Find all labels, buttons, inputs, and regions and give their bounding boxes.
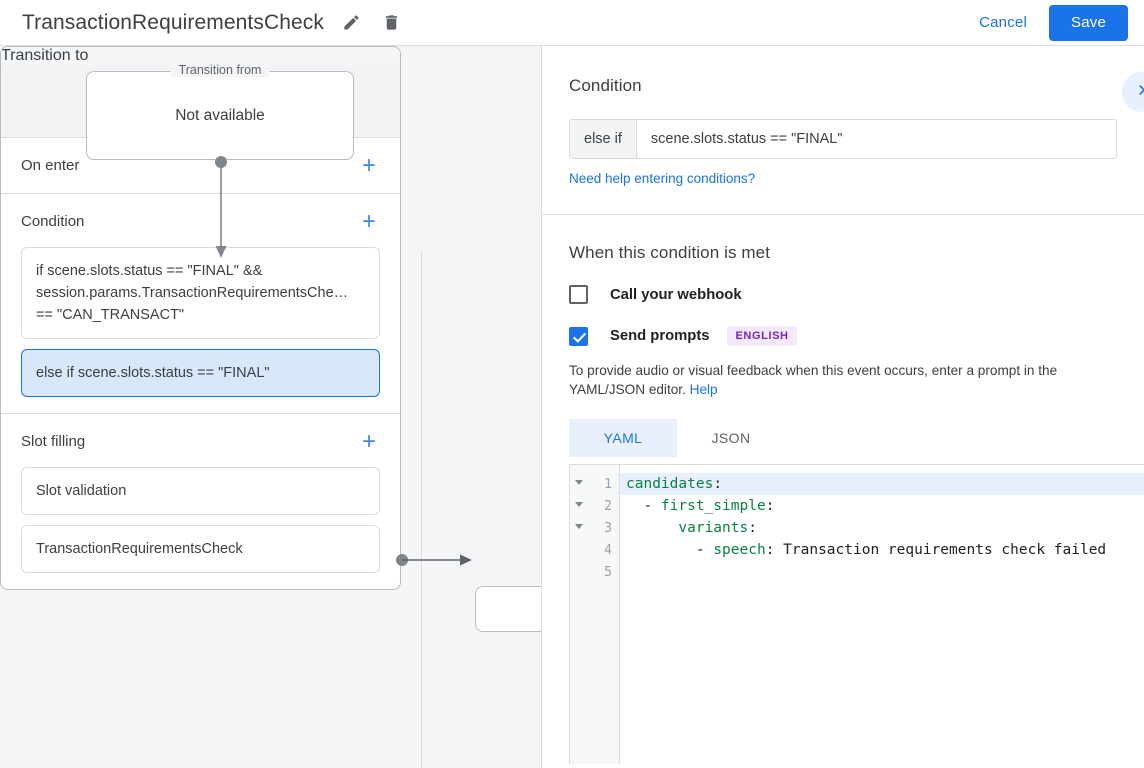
section-header-condition: Condition +: [21, 194, 380, 249]
line-number: 4: [604, 542, 612, 558]
code-token: -: [626, 498, 661, 514]
language-badge: ENGLISH: [727, 326, 797, 346]
canvas-guide-line: [421, 251, 422, 768]
cancel-button[interactable]: Cancel: [967, 6, 1039, 39]
section-slot-filling: Slot filling + Slot validation Transacti…: [1, 414, 400, 573]
editor-format-tabs: YAML JSON: [569, 419, 1117, 457]
chevron-right-icon: [1132, 80, 1144, 105]
list-item[interactable]: Slot validation: [21, 467, 380, 515]
condition-section: Condition else if Need help entering con…: [542, 46, 1144, 215]
code-token: variants: [678, 520, 749, 536]
code-token: candidates: [626, 476, 714, 492]
details-panel: Condition else if Need help entering con…: [541, 46, 1144, 768]
condition-heading: Condition: [569, 76, 642, 95]
call-webhook-checkbox[interactable]: [569, 285, 588, 304]
gutter-row: 1: [570, 473, 619, 495]
code-token: : Transaction requirements check failed: [765, 542, 1107, 558]
transition-to-legend: Transition to: [1, 47, 400, 65]
gutter-row: 3: [570, 517, 619, 539]
add-on-enter-button[interactable]: +: [361, 151, 376, 179]
transition-from-value: Not available: [175, 106, 265, 124]
app-header: TransactionRequirementsCheck Cancel Save: [0, 0, 1144, 46]
condition-help-link[interactable]: Need help entering conditions?: [569, 171, 756, 186]
gutter-row: 2: [570, 495, 619, 517]
code-token: [626, 520, 678, 536]
section-title-condition: Condition: [21, 213, 85, 230]
list-item[interactable]: TransactionRequirementsCheck: [21, 525, 380, 573]
code-line[interactable]: variants:: [620, 517, 1144, 539]
condition-prefix: else if: [570, 120, 637, 158]
section-on-enter: On enter +: [1, 138, 400, 194]
gutter-row: 4: [570, 539, 619, 561]
code-token: :: [748, 520, 757, 536]
code-line[interactable]: - first_simple:: [620, 495, 1144, 517]
save-button[interactable]: Save: [1049, 4, 1128, 41]
call-webhook-label: Call your webhook: [610, 286, 742, 303]
code-token: :: [765, 498, 775, 514]
gutter-row: 5: [570, 561, 619, 583]
pencil-icon: [342, 13, 361, 32]
section-condition: Condition + if scene.slots.status == "FI…: [1, 194, 400, 414]
send-prompts-description-text: To provide audio or visual feedback when…: [569, 363, 1058, 397]
fold-toggle-icon[interactable]: [575, 480, 583, 485]
tab-yaml[interactable]: YAML: [569, 419, 677, 457]
code-token: :: [713, 476, 723, 492]
line-number: 1: [604, 476, 612, 492]
section-header-slot-filling: Slot filling +: [21, 414, 380, 469]
flow-canvas[interactable]: Transition from Not available Transition…: [0, 46, 541, 768]
add-condition-button[interactable]: +: [361, 207, 376, 235]
send-prompts-checkbox[interactable]: [569, 326, 588, 346]
edge-target-card[interactable]: [475, 586, 541, 632]
editor-code-area[interactable]: candidates: - first_simple: variants: - …: [620, 465, 1144, 764]
section-title-on-enter: On enter: [21, 157, 80, 174]
tab-json[interactable]: JSON: [711, 430, 751, 446]
transition-from-legend: Transition from: [170, 63, 270, 77]
page-title: TransactionRequirementsCheck: [22, 10, 324, 34]
edit-name-button[interactable]: [338, 10, 364, 36]
fold-toggle-icon[interactable]: [575, 502, 583, 507]
add-slot-filling-button[interactable]: +: [361, 427, 376, 455]
send-prompts-description: To provide audio or visual feedback when…: [569, 361, 1117, 399]
code-token: -: [626, 542, 714, 558]
condition-input[interactable]: [636, 120, 1116, 158]
trash-icon: [382, 13, 401, 32]
list-item[interactable]: if scene.slots.status == "FINAL" && sess…: [21, 247, 380, 339]
collapse-panel-button[interactable]: [1122, 72, 1144, 112]
code-line[interactable]: [620, 561, 1144, 583]
transition-from-card: Transition from Not available: [86, 63, 354, 160]
line-number: 2: [604, 498, 612, 514]
condition-edge-arrow: [396, 545, 478, 575]
section-title-slot-filling: Slot filling: [21, 433, 86, 450]
send-prompts-row[interactable]: Send prompts ENGLISH: [569, 326, 1117, 346]
line-number: 5: [604, 564, 612, 580]
webhook-row[interactable]: Call your webhook: [569, 285, 1117, 304]
section-header-on-enter: On enter +: [21, 138, 380, 193]
when-condition-met-section: When this condition is met Call your web…: [542, 215, 1144, 457]
when-condition-met-heading: When this condition is met: [569, 243, 771, 262]
fold-toggle-icon[interactable]: [575, 524, 583, 529]
line-number: 3: [604, 520, 612, 536]
code-token: first_simple: [660, 498, 766, 514]
transition-connector: [210, 156, 232, 266]
delete-button[interactable]: [378, 10, 404, 36]
editor-gutter: 1 2 3 4 5: [570, 465, 620, 764]
editor-help-link[interactable]: Help: [689, 382, 718, 397]
code-line[interactable]: candidates:: [620, 473, 1144, 495]
yaml-editor[interactable]: 1 2 3 4 5 candidates: - first_simple: va…: [569, 464, 1144, 764]
condition-input-row[interactable]: else if: [569, 119, 1117, 159]
send-prompts-label: Send prompts: [610, 328, 710, 344]
list-item[interactable]: else if scene.slots.status == "FINAL": [21, 349, 380, 397]
code-line[interactable]: - speech: Transaction requirements check…: [620, 539, 1144, 561]
code-token: speech: [713, 542, 766, 558]
